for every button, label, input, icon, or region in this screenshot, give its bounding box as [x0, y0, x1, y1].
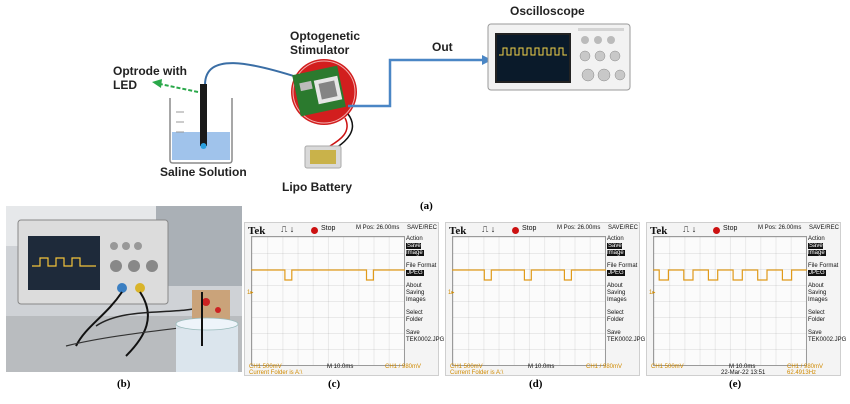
status-text: Stop	[321, 225, 336, 232]
scope-screen-d: Tek ⎍ ↓ Stop M Pos: 26.00ms SAVE/REC 1▸ …	[445, 222, 646, 376]
footer-text: Current Folder is A:\	[450, 370, 504, 376]
menu-save[interactable]: Save TEK0002.JPG	[808, 330, 847, 343]
ch1-scale: CH1 500mV	[249, 364, 282, 370]
menu-about[interactable]: About Saving Images	[808, 283, 828, 303]
trigger-symbol-icon: ⎍ ↓	[482, 224, 496, 234]
ch1-trace	[452, 269, 606, 281]
time-scale: M 10.0ms	[528, 364, 555, 370]
mpos-text: M Pos: 26.00ms	[557, 225, 601, 231]
ch1-ground-marker: 1▸	[649, 290, 656, 296]
scope-grid	[653, 236, 807, 366]
caption-c: (c)	[328, 378, 341, 390]
scope-grid	[452, 236, 606, 366]
optrode-label: Optrode with LED	[113, 64, 187, 92]
scope-screen-c: Tek ⎍ ↓ Stop M Pos: 26.00ms SAVE/REC 1▸ …	[244, 222, 445, 376]
menu-select-folder[interactable]: Select Folder	[607, 310, 625, 323]
out-arrow	[348, 58, 484, 108]
brand-text: Tek	[248, 225, 266, 237]
oscilloscope-label: Oscilloscope	[510, 4, 585, 18]
battery-wire-red	[329, 117, 348, 147]
footer-frequency: 62.4913Hz	[787, 370, 817, 376]
led-tip	[200, 143, 207, 149]
brand-text: Tek	[650, 225, 668, 237]
lipo-battery	[304, 145, 342, 169]
mpos-text: M Pos: 26.00ms	[356, 225, 400, 231]
trigger-level: CH1 / 980mV	[586, 364, 623, 370]
trigger-symbol-icon: ⎍ ↓	[683, 224, 697, 234]
menu-select-folder[interactable]: Select Folder	[808, 310, 826, 323]
caption-e: (e)	[729, 378, 742, 390]
menu-save[interactable]: Save TEK0002.JPG	[406, 330, 445, 343]
time-scale: M 10.0ms	[729, 364, 756, 370]
mode-text: SAVE/REC	[809, 225, 839, 231]
trigger-level: CH1 / 980mV	[787, 364, 824, 370]
time-scale: M 10.0ms	[327, 364, 354, 370]
optrode-cable	[204, 62, 301, 86]
oscilloscope-device	[487, 23, 631, 91]
status-text: Stop	[522, 225, 537, 232]
mpos-text: M Pos: 26.00ms	[758, 225, 802, 231]
menu-about[interactable]: About Saving Images	[406, 283, 426, 303]
panel-a-diagram	[152, 23, 631, 169]
stop-indicator-icon	[512, 227, 519, 234]
ch1-ground-marker: 1▸	[247, 290, 254, 296]
footer-text: Current Folder is A:\	[249, 370, 303, 376]
saline-label: Saline Solution	[160, 165, 247, 179]
footer-date: 22-Mar-22 13:51	[721, 370, 766, 376]
ch1-ground-marker: 1▸	[448, 290, 455, 296]
brand-text: Tek	[449, 225, 467, 237]
stimulator-label: Optogenetic Stimulator	[290, 29, 361, 57]
trigger-symbol-icon: ⎍ ↓	[281, 224, 295, 234]
mode-text: SAVE/REC	[608, 225, 638, 231]
ch1-scale: CH1 500mV	[651, 364, 684, 370]
scope-grid	[251, 236, 405, 366]
caption-d: (d)	[529, 378, 543, 390]
menu-select-folder[interactable]: Select Folder	[406, 310, 424, 323]
stop-indicator-icon	[713, 227, 720, 234]
stimulator-board	[291, 59, 357, 125]
mode-text: SAVE/REC	[407, 225, 437, 231]
waveform-d	[452, 269, 606, 281]
status-text: Stop	[723, 225, 738, 232]
stop-indicator-icon	[311, 227, 318, 234]
menu-about[interactable]: About Saving Images	[607, 283, 627, 303]
scope-screen-e: Tek ⎍ ↓ Stop M Pos: 26.00ms SAVE/REC 1▸ …	[646, 222, 847, 376]
trigger-level: CH1 / 980mV	[385, 364, 422, 370]
lab-photo	[6, 206, 242, 372]
ch1-trace	[251, 269, 405, 281]
battery-label: Lipo Battery	[282, 180, 353, 194]
led-light-ray	[159, 83, 199, 93]
caption-b: (b)	[117, 378, 131, 390]
menu-save[interactable]: Save TEK0002.JPG	[607, 330, 646, 343]
waveform-e	[653, 269, 807, 281]
ch1-scale: CH1 500mV	[450, 364, 483, 370]
out-label: Out	[432, 40, 453, 54]
waveform-c	[251, 269, 405, 281]
ch1-trace	[653, 269, 807, 281]
caption-a: (a)	[420, 200, 433, 212]
optrode-probe	[200, 84, 207, 146]
